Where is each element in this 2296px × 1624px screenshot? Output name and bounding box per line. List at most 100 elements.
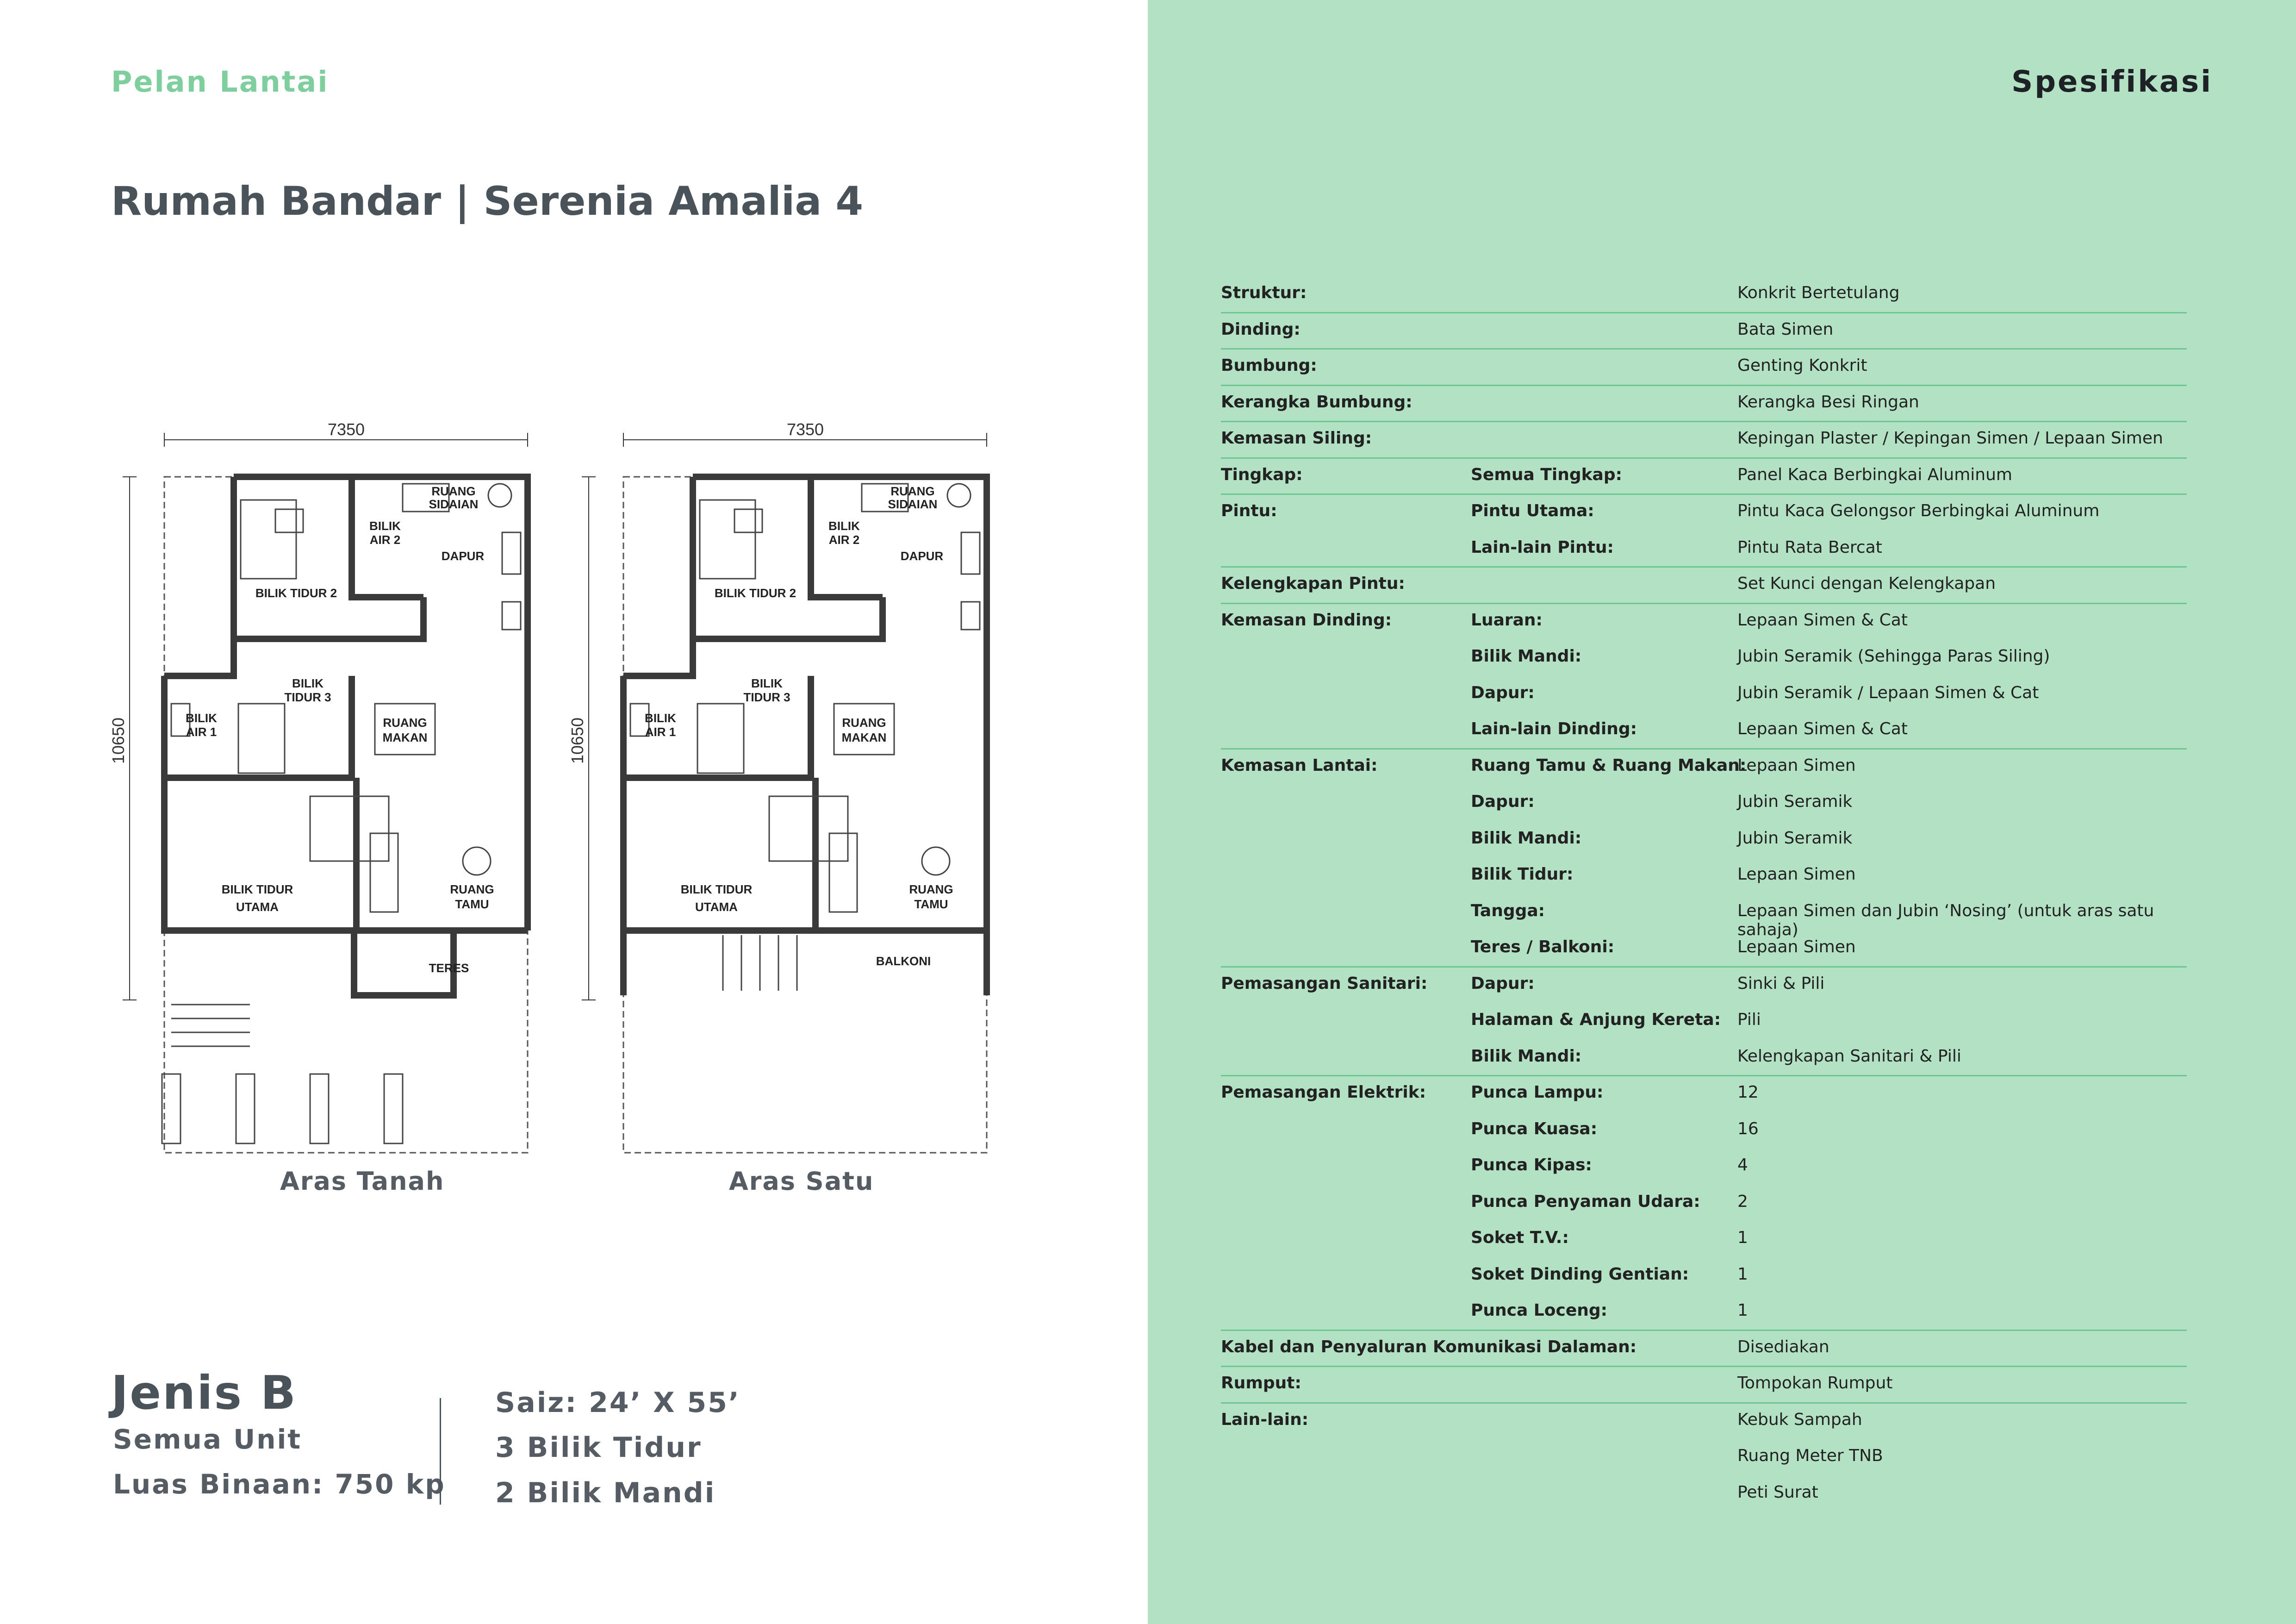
spec-item: Soket T.V.: — [1471, 1228, 1569, 1247]
room-label: DAPUR — [901, 549, 944, 563]
spec-item: Punca Penyaman Udara: — [1471, 1192, 1700, 1211]
spec-item: Bilik Mandi: — [1471, 1046, 1582, 1066]
spec-item: Pintu Utama: — [1471, 501, 1594, 520]
room-label: MAKAN — [842, 731, 887, 744]
spec-row: Struktur:Konkrit Bertetulang — [1221, 277, 2187, 313]
spec-value: 1 — [1737, 1264, 1748, 1284]
spec-row: Rumput:Tompokan Rumput — [1221, 1367, 2187, 1404]
title-separator: | — [455, 178, 470, 225]
spec-category: Lain-lain: — [1221, 1410, 1309, 1429]
room-label: AIR 1 — [186, 725, 217, 739]
spec-row: Bilik Mandi: Kelengkapan Sanitari & Pili — [1221, 1040, 2187, 1076]
room-label: BILIK — [369, 519, 401, 533]
spec-value: Bata Simen — [1737, 319, 1834, 339]
spec-value: 12 — [1737, 1083, 1759, 1102]
spec-row: Tangga: Lepaan Simen dan Jubin ‘Nosing’ (… — [1221, 895, 2187, 939]
room-label: SIDAIAN — [429, 497, 479, 511]
room-label: SIDAIAN — [888, 497, 938, 511]
spec-item: Bilik Mandi: — [1471, 828, 1582, 848]
spec-value: Genting Konkrit — [1737, 356, 1867, 375]
room-label: BILIK TIDUR 2 — [715, 586, 796, 600]
spec-value: 16 — [1737, 1119, 1759, 1138]
room-label: BILIK — [751, 676, 783, 690]
spec-value: 4 — [1737, 1156, 1748, 1174]
unit-availability: Semua Unit — [113, 1424, 302, 1455]
spec-item: Lain-lain Dinding: — [1471, 719, 1637, 738]
bathroom-count: 2 Bilik Mandi — [495, 1477, 716, 1509]
room-label: AIR 2 — [370, 533, 400, 547]
spec-item: Luaran: — [1471, 610, 1543, 630]
spec-item: Halaman & Anjung Kereta: — [1471, 1010, 1721, 1029]
spec-value: 1 — [1737, 1228, 1748, 1247]
room-label: BILIK — [828, 519, 860, 533]
spec-category: Pemasangan Sanitari: — [1221, 974, 1428, 993]
spec-row: Peti Surat — [1221, 1476, 2187, 1513]
room-label: MAKAN — [383, 731, 428, 744]
spec-row: Tingkap: Semua Tingkap: Panel Kaca Berbing… — [1221, 459, 2187, 495]
spec-value: Kelengkapan Sanitari & Pili — [1737, 1046, 1961, 1066]
room-label: TAMU — [914, 897, 948, 911]
spec-category: Tingkap: — [1221, 465, 1303, 484]
spec-item: Dapur: — [1471, 792, 1535, 811]
spec-row: Kemasan Lantai:Ruang Tamu & Ruang Makan:… — [1221, 750, 2187, 786]
spec-item: Soket Dinding Gentian: — [1471, 1264, 1689, 1284]
spec-category: Struktur: — [1221, 283, 1307, 302]
room-label: UTAMA — [236, 900, 279, 914]
room-label: RUANG — [383, 716, 427, 730]
spec-title: Spesifikasi — [2011, 65, 2213, 99]
spec-value: Ruang Meter TNB — [1737, 1446, 1883, 1465]
room-label: RUANG — [909, 882, 953, 896]
spec-row: Pemasangan Elektrik:Punca Lampu:12 — [1221, 1076, 2187, 1113]
ground-height-dim: 10650 — [111, 718, 128, 764]
built-up-area: Luas Binaan: 750 kp — [113, 1468, 446, 1500]
spec-value: Lepaan Simen dan Jubin ‘Nosing’ (untuk a… — [1737, 901, 2154, 939]
first-height-dim: 10650 — [570, 718, 587, 764]
spec-row: Lain-lain:Kebuk Sampah — [1221, 1404, 2187, 1440]
spec-value: Panel Kaca Berbingkai Aluminum — [1737, 465, 2012, 484]
title-house-type: Rumah Bandar — [111, 178, 442, 225]
spec-item: Punca Kipas: — [1471, 1156, 1592, 1174]
spec-value: Jubin Seramik / Lepaan Simen & Cat — [1737, 683, 2039, 702]
spec-row: Dapur: Jubin Seramik / Lepaan Simen & Cat — [1221, 677, 2187, 713]
room-label: RUANG — [450, 882, 494, 896]
spec-category: Dinding: — [1221, 319, 1300, 339]
spec-row: Ruang Meter TNB — [1221, 1440, 2187, 1476]
spec-item: Punca Kuasa: — [1471, 1119, 1598, 1138]
spec-row: Bilik Tidur:Lepaan Simen — [1221, 858, 2187, 895]
room-label: BALKONI — [876, 954, 931, 968]
page-title: Rumah Bandar|Serenia Amalia 4 — [111, 178, 863, 225]
ground-floor-drawing: 7350 10650 — [111, 420, 531, 1154]
spec-value: Lepaan Simen — [1737, 756, 1856, 775]
first-floor-caption: Aras Satu — [729, 1167, 874, 1196]
spec-item: Dapur: — [1471, 683, 1535, 702]
room-label: BILIK TIDUR — [222, 882, 293, 896]
spec-row: Dapur:Jubin Seramik — [1221, 786, 2187, 822]
room-label: TIDUR 3 — [743, 690, 790, 704]
spec-value: Lepaan Simen & Cat — [1737, 610, 1908, 630]
room-label: TIDUR 3 — [284, 690, 331, 704]
spec-row: Kerangka Bumbung:Kerangka Besi Ringan — [1221, 386, 2187, 422]
spec-category: Bumbung: — [1221, 356, 1317, 375]
spec-category: Pintu: — [1221, 501, 1277, 520]
room-label: RUANG — [890, 484, 934, 498]
spec-category: Kemasan Siling: — [1221, 429, 1372, 448]
spec-category: Kemasan Dinding: — [1221, 610, 1392, 630]
spec-item: Tangga: — [1471, 901, 1545, 920]
room-label: RUANG — [842, 716, 886, 730]
spec-value: Pili — [1737, 1010, 1761, 1029]
room-label: RUANG — [431, 484, 475, 498]
room-label: DAPUR — [442, 549, 485, 563]
spec-item: Semua Tingkap: — [1471, 465, 1623, 484]
floor-plan-panel: Pelan Lantai Rumah Bandar|Serenia Amalia… — [111, 65, 990, 1509]
spec-value: Set Kunci dengan Kelengkapan — [1737, 574, 1996, 593]
unit-type: Jenis B — [111, 1366, 298, 1420]
spec-value: Lepaan Simen — [1737, 937, 1856, 956]
spec-value: Jubin Seramik (Sehingga Paras Siling) — [1737, 647, 2050, 666]
section-label: Pelan Lantai — [111, 65, 329, 99]
spec-row: Pemasangan Sanitari:Dapur:Sinki & Pili — [1221, 968, 2187, 1004]
spec-row: Bilik Mandi:Jubin Seramik — [1221, 822, 2187, 859]
spec-row: Kabel dan Penyaluran Komunikasi Dalaman:… — [1221, 1331, 2187, 1367]
room-label: TAMU — [455, 897, 489, 911]
ground-width-dim: 7350 — [328, 420, 365, 439]
spec-value: Kerangka Besi Ringan — [1737, 392, 1919, 412]
